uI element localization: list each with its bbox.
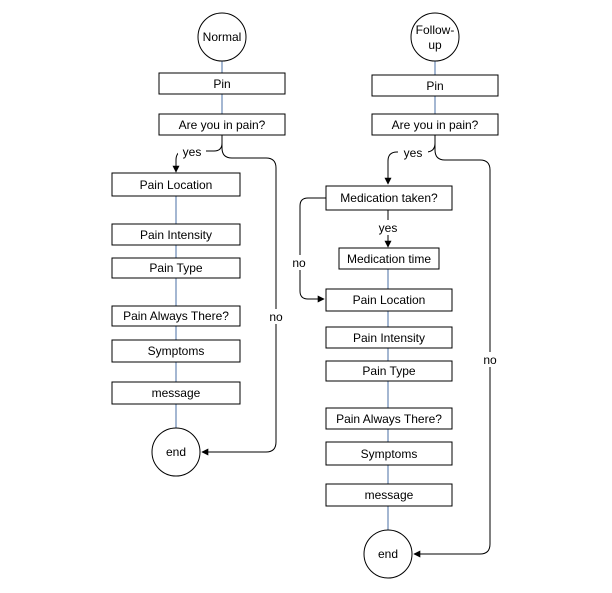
normal-pain-always-label: Pain Always There?	[123, 309, 229, 323]
normal-pin-label: Pin	[213, 77, 230, 91]
normal-yes-label: yes	[183, 145, 202, 159]
normal-pain-location-node: Pain Location	[111, 172, 241, 197]
normal-no-label-bg	[264, 309, 288, 324]
followup-question-node: Are you in pain?	[371, 113, 499, 136]
normal-pain-intensity-label: Pain Intensity	[140, 228, 212, 242]
followup-yes-label-bg	[398, 145, 428, 160]
followup-pain-always-label: Pain Always There?	[336, 412, 442, 426]
followup-pin-node: Pin	[371, 74, 499, 97]
followup-pain-intensity-node: Pain Intensity	[325, 326, 453, 349]
normal-end-node: end	[151, 427, 201, 477]
normal-start-label: Normal	[203, 30, 242, 44]
followup-start-node: Follow- up	[410, 12, 460, 62]
normal-pin-node: Pin	[158, 72, 286, 95]
normal-pain-location-label: Pain Location	[140, 178, 213, 192]
medication-yes-label: yes	[379, 221, 398, 235]
normal-pain-type-node: Pain Type	[111, 257, 241, 279]
medication-no-label-bg	[288, 255, 312, 270]
normal-symptoms-label: Symptoms	[148, 344, 205, 358]
followup-start-label-line2: up	[428, 38, 442, 52]
medication-time-label: Medication time	[347, 252, 431, 266]
followup-symptoms-label: Symptoms	[361, 447, 418, 461]
followup-message-label: message	[365, 488, 414, 502]
medication-no-label: no	[292, 256, 306, 270]
followup-message-node: message	[325, 483, 453, 507]
normal-question-node: Are you in pain?	[158, 113, 286, 136]
followup-pain-type-label: Pain Type	[362, 364, 415, 378]
followup-question-label: Are you in pain?	[392, 118, 479, 132]
normal-message-label: message	[152, 386, 201, 400]
normal-pain-type-label: Pain Type	[149, 261, 202, 275]
normal-pain-intensity-node: Pain Intensity	[111, 223, 241, 246]
normal-question-label: Are you in pain?	[179, 118, 266, 132]
normal-symptoms-node: Symptoms	[111, 339, 241, 363]
normal-pain-always-node: Pain Always There?	[111, 305, 241, 327]
normal-no-arrow	[201, 135, 277, 456]
followup-pain-always-node: Pain Always There?	[325, 407, 453, 430]
followup-pain-type-node: Pain Type	[325, 360, 453, 382]
followup-pain-location-node: Pain Location	[325, 288, 453, 312]
followup-no-label-bg	[478, 352, 502, 367]
normal-yes-label-bg	[178, 144, 206, 159]
followup-no-arrow	[413, 135, 491, 558]
followup-no-label: no	[483, 353, 497, 367]
followup-end-node: end	[363, 529, 413, 579]
followup-pain-location-label: Pain Location	[353, 293, 426, 307]
medication-no-arrow	[299, 197, 326, 303]
followup-symptoms-node: Symptoms	[325, 441, 453, 466]
followup-flow: yes no yes no Follow- up Pin Are you in …	[288, 12, 502, 579]
medication-taken-label: Medication taken?	[340, 191, 438, 205]
normal-message-node: message	[111, 381, 241, 405]
followup-end-label: end	[378, 547, 398, 561]
normal-flow: yes no Normal Pin Are you in pain? Pain …	[111, 12, 288, 477]
followup-start-label-line1: Follow-	[416, 23, 455, 37]
normal-end-label: end	[166, 445, 186, 459]
medication-taken-node: Medication taken?	[325, 185, 453, 211]
medication-yes-label-bg	[372, 220, 404, 235]
followup-yes-label: yes	[404, 146, 423, 160]
followup-pain-intensity-label: Pain Intensity	[353, 331, 425, 345]
normal-start-node: Normal	[197, 12, 247, 62]
followup-pin-label: Pin	[426, 79, 443, 93]
normal-no-label: no	[269, 310, 283, 324]
medication-time-node: Medication time	[338, 247, 440, 270]
